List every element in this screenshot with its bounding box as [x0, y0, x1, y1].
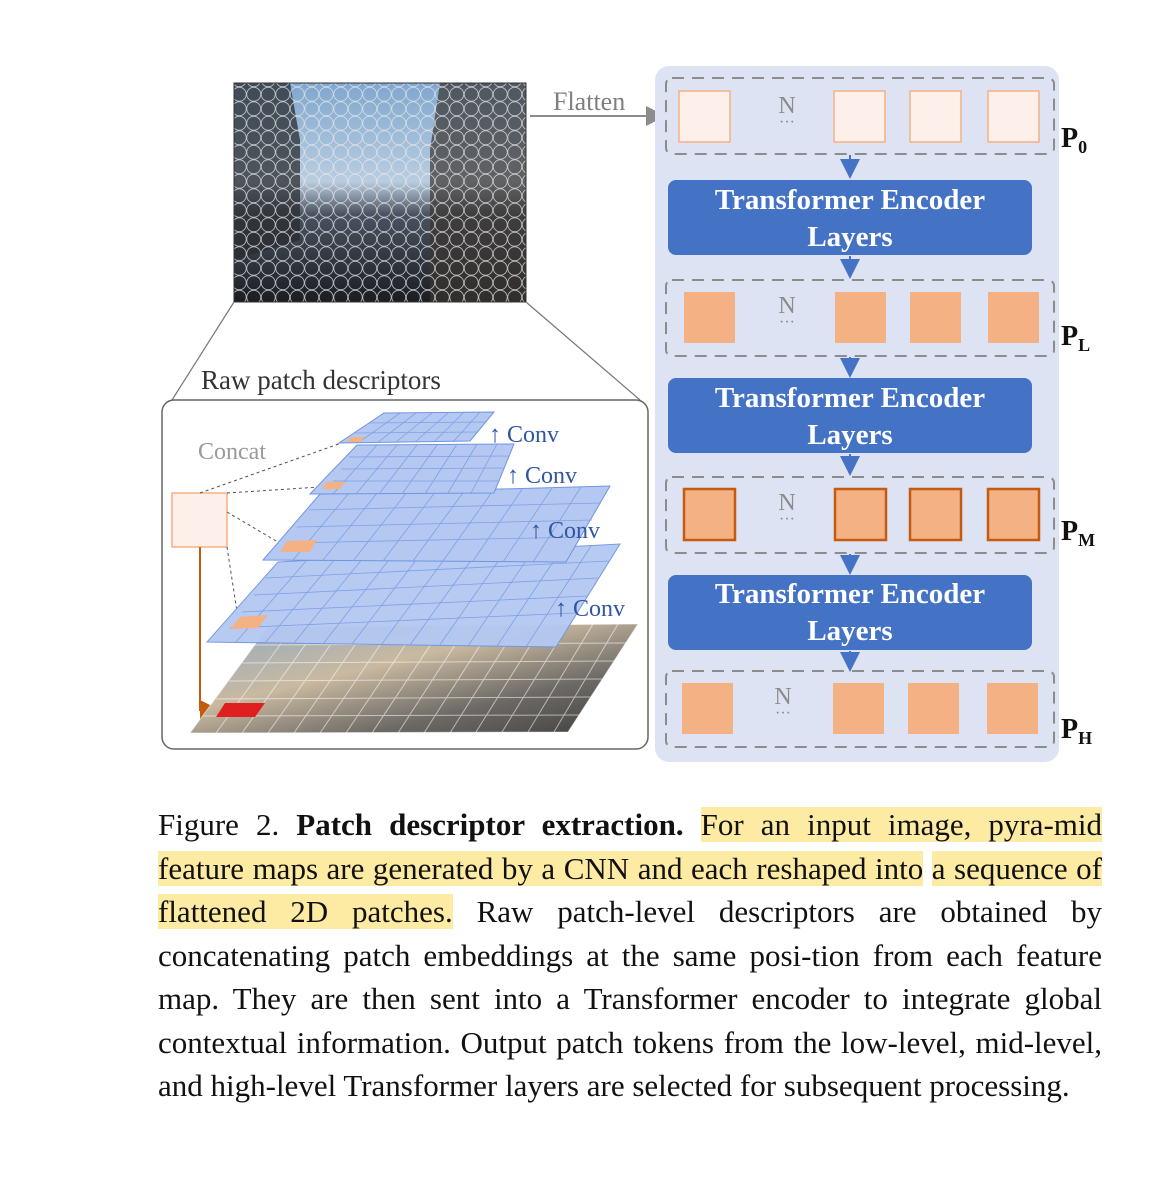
svg-text:N: N	[778, 490, 795, 516]
svg-text:N: N	[774, 684, 791, 710]
concat-patch	[171, 492, 228, 548]
token-row-pm: N ···	[665, 476, 1055, 554]
conv-label-4: ↑ Conv	[555, 596, 625, 622]
caption-text-4: are obtained by concatenating patch embe…	[158, 894, 1103, 973]
caption-text-6: encoder to integrate global contextual i…	[158, 981, 1103, 1060]
caption-label: Figure 2.	[158, 807, 280, 842]
transformer-encoder-3: Transformer Encoder Layers	[668, 575, 1032, 650]
transformer-encoder-1: Transformer Encoder Layers	[668, 180, 1032, 255]
svg-text:···: ···	[779, 314, 795, 331]
svg-text:Transformer Encoder: Transformer Encoder	[715, 382, 985, 414]
caption-text-7: tokens from the low-level, mid-level, an…	[158, 1024, 1103, 1104]
conv-label-2: ↑ Conv	[507, 463, 577, 489]
street-image	[189, 623, 639, 734]
row-label-pm: PM	[1061, 516, 1095, 550]
row-label-ph: PH	[1061, 714, 1092, 748]
n-label: N	[778, 93, 795, 119]
figure-caption: Figure 2. Patch descriptor extraction. F…	[158, 803, 1103, 1108]
token-row-ph: N ···	[665, 670, 1055, 748]
token-row-p0: N ···	[665, 77, 1055, 155]
row-label-pl: PL	[1061, 321, 1090, 355]
feature-map-level-2	[308, 443, 515, 495]
svg-text:Layers: Layers	[807, 221, 892, 253]
feature-map-level-1	[337, 411, 496, 444]
caption-text-8: layers are selected for subsequent proce…	[504, 1068, 1070, 1103]
caption-text-5: tion from each feature map. They are the…	[158, 937, 1102, 1017]
raw-patch-descriptors-label: Raw patch descriptors	[201, 365, 441, 395]
caption-title: Patch descriptor extraction.	[296, 807, 684, 842]
svg-text:Transformer Encoder: Transformer Encoder	[715, 184, 985, 216]
feature-map-level-3	[261, 485, 611, 563]
caption-highlight-1: For an input image, pyra-	[700, 807, 1054, 842]
input-image	[233, 82, 527, 303]
conv-label-1: ↑ Conv	[489, 422, 559, 448]
svg-text:Layers: Layers	[807, 615, 892, 647]
concat-connectors	[199, 439, 351, 619]
svg-text:N: N	[778, 293, 795, 319]
flatten-label: Flatten	[553, 87, 625, 116]
svg-text:···: ···	[779, 511, 795, 528]
token-row-pl: N ···	[665, 279, 1055, 357]
svg-text:Layers: Layers	[807, 419, 892, 451]
caption-text-3: Raw patch-level descriptors	[452, 894, 855, 929]
zoom-line-right	[525, 301, 641, 401]
ellipsis: ···	[779, 114, 795, 131]
transformer-encoder-2: Transformer Encoder Layers	[668, 378, 1032, 453]
concat-label: Concat	[198, 439, 266, 465]
svg-text:···: ···	[775, 705, 791, 722]
feature-map-level-4	[205, 543, 621, 648]
zoom-line-left	[171, 301, 235, 401]
svg-text:Transformer Encoder: Transformer Encoder	[715, 578, 985, 610]
figure-diagram: Flatten Raw patch descriptors Concat	[161, 66, 1095, 762]
conv-label-3: ↑ Conv	[530, 518, 600, 544]
row-label-p0: P0	[1061, 123, 1087, 157]
